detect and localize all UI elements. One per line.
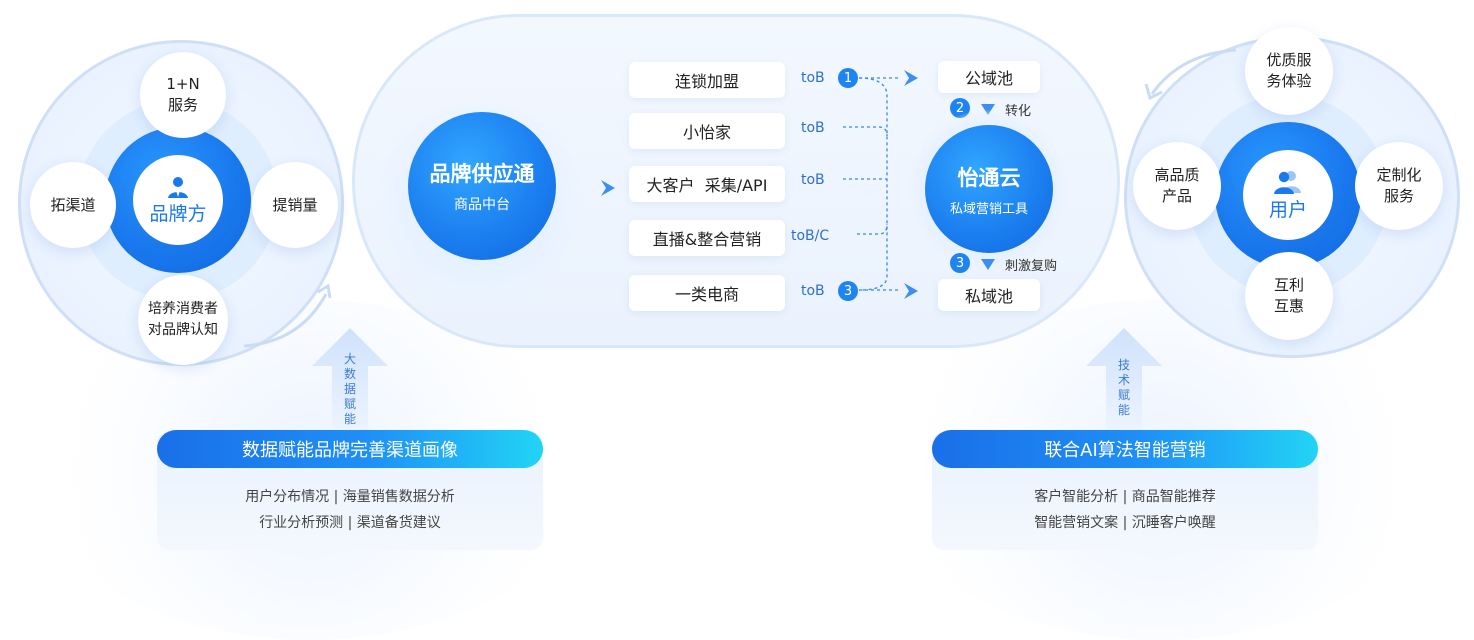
channel-mode-label: toB [801,120,825,136]
left-info-line-1: 用户分布情况 | 海量销售数据分析 [245,489,455,505]
supply-platform-title: 品牌供应通 [429,162,535,186]
user-core-label: 用户 [1243,150,1333,240]
triangle-down-icon [981,104,995,115]
right-info-header: 联合AI算法智能营销 [932,430,1318,468]
chevron-right-icon [904,283,918,299]
brand-satellite-channel: 拓渠道 [30,162,116,248]
channel-key-account: 大客户 采集/API [629,166,785,202]
yitong-cloud-subtitle: 私域营销工具 [949,201,1028,217]
yitong-cloud-circle: 怡通云 私域营销工具 [925,125,1053,253]
user-label: 用户 [1268,198,1307,221]
brand-satellite-service: 1+N 服务 [140,52,226,138]
supply-platform-subtitle: 商品中台 [454,197,510,213]
step-badge-3: 3 [838,281,858,301]
up-arrow-icon [312,328,388,432]
user-satellite-mutual: 互利 互惠 [1245,252,1333,340]
brand-satellite-awareness: 培养消费者 对品牌认知 [138,275,228,365]
public-pool: 公域池 [938,61,1040,93]
triangle-down-icon [981,259,995,270]
left-arrow-label: 大数据赋能 [343,352,356,426]
step-badge-3-lower: 3 [950,253,970,273]
right-arrow-label: 技术赋能 [1117,358,1130,417]
brand-label: 品牌方 [149,202,207,225]
left-info-header: 数据赋能品牌完善渠道画像 [157,430,543,468]
user-satellite-custom: 定制化 服务 [1355,142,1443,230]
yitong-cloud-title: 怡通云 [957,165,1021,190]
channel-mode-label: toB [801,172,825,188]
person-icon [168,176,188,198]
chevron-right-icon [601,180,615,196]
users-icon [1274,170,1301,194]
chevron-right-icon [904,70,918,86]
channel-ecommerce: 一类电商 [629,275,785,311]
channel-mode-label: toB [801,70,825,86]
brand-satellite-sales: 提销量 [252,162,338,248]
flow-connectors [843,77,899,291]
left-info-line-2: 行业分析预测 | 渠道备货建议 [259,515,441,531]
user-satellite-service: 优质服 务体验 [1245,27,1333,115]
brand-core-label: 品牌方 [133,155,223,245]
step-badge-1: 1 [838,68,858,88]
private-pool: 私域池 [938,279,1040,311]
channel-chain-franchise: 连锁加盟 [629,62,785,98]
user-satellite-quality: 高品质 产品 [1133,142,1221,230]
right-info-line-1: 客户智能分析 | 商品智能推荐 [1034,489,1216,505]
channel-live-marketing: 直播&整合营销 [629,220,785,256]
channel-mode-label: toB [801,283,825,299]
up-arrow-icon [1086,328,1162,432]
supply-platform-circle: 品牌供应通 商品中台 [408,112,556,260]
curved-arrow-icon [243,283,332,348]
step-3-label: 刺激复购 [1005,259,1058,274]
right-info-line-2: 智能营销文案 | 沉睡客户唤醒 [1034,515,1216,531]
channel-xiaoyijia: 小怡家 [629,113,785,149]
curved-arrow-icon [1144,48,1237,101]
channel-mode-label: toB/C [791,228,830,244]
